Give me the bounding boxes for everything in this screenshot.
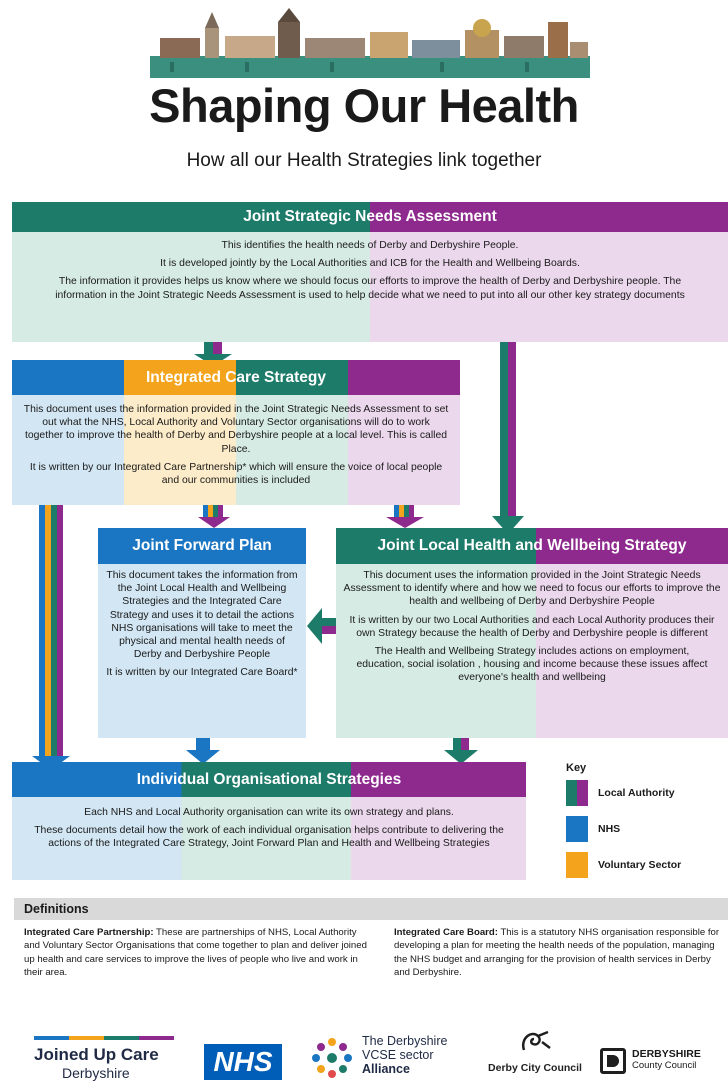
arrow-jfp-to-ios [186, 738, 220, 764]
vcse-alliance-logo: The Derbyshire VCSE sector Alliance [310, 1034, 490, 1084]
jlhws-title: Joint Local Health and Wellbeing Strateg… [377, 537, 687, 554]
arrow-ics-to-ios [32, 505, 70, 770]
key-title: Key [566, 762, 587, 774]
jfp-text-1: This document takes the information from… [106, 570, 298, 661]
juc-logo-line1: Joined Up Care [34, 1045, 159, 1064]
jlhws-header: Joint Local Health and Wellbeing Strateg… [336, 528, 728, 564]
definitions-title: Definitions [14, 898, 728, 920]
page-title: Shaping Our Health [149, 79, 579, 132]
ios-header: Individual Organisational Strategies [12, 762, 526, 797]
ios-text-2: These documents detail how the work of e… [34, 825, 504, 850]
dcc-logo-text: Derby City Council [488, 1062, 582, 1074]
vcse-line2: VCSE sector [362, 1048, 434, 1062]
ics-text-2: It is written by our Integrated Care Par… [29, 461, 443, 487]
arrow-jlhws-to-ios [444, 738, 478, 764]
arrow-ics-to-jfp [198, 505, 230, 528]
jfp-header: Joint Forward Plan [98, 528, 306, 564]
ios-text-1: Each NHS and Local Authority organisatio… [84, 807, 454, 818]
jsna-box: Joint Strategic Needs Assessment This id… [12, 202, 728, 342]
derbyshire-county-council-logo: DERBYSHIRE County Council [600, 1046, 724, 1080]
jfp-box: Joint Forward Plan This document takes t… [98, 528, 306, 738]
dbc-emblem-icon [600, 1048, 626, 1074]
ics-text-1: This document uses the information provi… [23, 404, 449, 455]
jsna-text-3: The information it provides helps us kno… [55, 276, 685, 301]
jlhws-box: Joint Local Health and Wellbeing Strateg… [336, 528, 728, 738]
jfp-title: Joint Forward Plan [132, 537, 272, 554]
definition-icb-text: This is a statutory NHS organisation res… [394, 927, 720, 978]
arrow-jsna-to-jlhws [492, 342, 524, 534]
juc-logo-line2: Derbyshire [62, 1065, 130, 1081]
jsna-text-1: This identifies the health needs of Derb… [221, 240, 519, 251]
jfp-text-2: It is written by our Integrated Care Boa… [106, 667, 298, 679]
jsna-title: Joint Strategic Needs Assessment [243, 208, 497, 225]
jlhws-text-1: This document uses the information provi… [343, 570, 721, 608]
city-skyline-illustration [150, 8, 590, 78]
definition-icb-term: Integrated Care Board: [394, 927, 498, 938]
vcse-line1: The Derbyshire [362, 1034, 448, 1048]
definition-icp: Integrated Care Partnership: These are p… [24, 926, 370, 979]
key-label-nhs: NHS [598, 823, 621, 835]
vcse-dots-icon [312, 1038, 352, 1078]
dbc-line2: County Council [632, 1060, 697, 1071]
key-swatch-voluntary-sector [566, 852, 588, 878]
definition-icp-term: Integrated Care Partnership: [24, 927, 154, 938]
arrow-jlhws-to-jfp [307, 608, 336, 644]
joined-up-care-logo: Joined Up Care Derbyshire [34, 1036, 184, 1084]
vcse-line3: Alliance [362, 1062, 410, 1076]
jsna-text-2: It is developed jointly by the Local Aut… [160, 258, 580, 270]
ics-box: Integrated Care Strategy This document u… [12, 360, 460, 505]
dbc-line1: DERBYSHIRE [632, 1048, 701, 1060]
nhs-logo: NHS [204, 1044, 282, 1080]
key-label-local-authority: Local Authority [598, 787, 675, 799]
key-legend: Key Local Authority NHS Voluntary Sector [566, 762, 726, 882]
jlhws-text-2: It is written by our two Local Authoriti… [349, 614, 715, 639]
ios-title: Individual Organisational Strategies [136, 771, 402, 788]
ios-box: Individual Organisational Strategies Eac… [12, 762, 526, 880]
jlhws-text-3: The Health and Wellbeing Strategy includ… [356, 646, 708, 684]
arrow-ics-to-jlhws [386, 505, 424, 528]
ram-icon [521, 1030, 551, 1051]
derby-city-council-logo: Derby City Council [480, 1028, 590, 1084]
definition-icb: Integrated Care Board: This is a statuto… [394, 926, 724, 979]
jsna-header: Joint Strategic Needs Assessment [12, 202, 728, 232]
definition-icp-text: These are partnerships of NHS, Local Aut… [24, 927, 367, 978]
key-swatch-nhs [566, 816, 588, 842]
ics-header: Integrated Care Strategy [12, 360, 460, 395]
ics-title: Integrated Care Strategy [145, 369, 327, 386]
page-subtitle: How all our Health Strategies link toget… [186, 150, 542, 171]
key-label-voluntary-sector: Voluntary Sector [598, 859, 682, 871]
key-swatch-local-authority [566, 780, 588, 806]
